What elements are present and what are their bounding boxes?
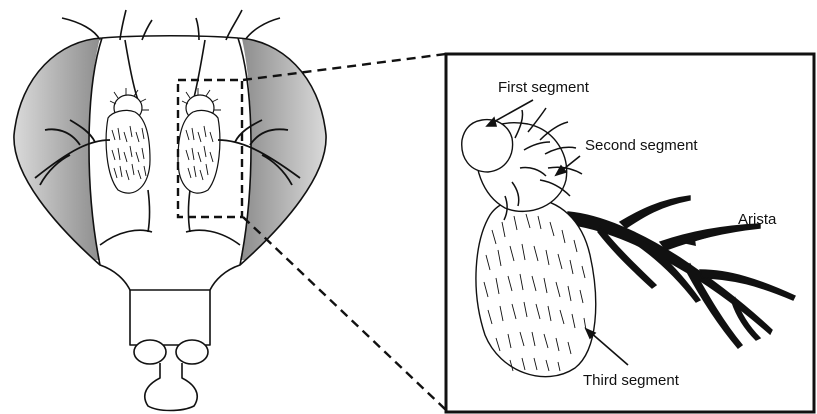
label-arista: Arista <box>738 211 777 228</box>
label-second-segment: Second segment <box>585 137 698 154</box>
first-segment-body <box>462 120 513 172</box>
fly-head <box>0 10 340 411</box>
label-third-segment: Third segment <box>583 372 680 389</box>
proboscis <box>130 290 210 345</box>
label-first-segment: First segment <box>498 79 590 96</box>
third-segment-body <box>476 198 596 377</box>
